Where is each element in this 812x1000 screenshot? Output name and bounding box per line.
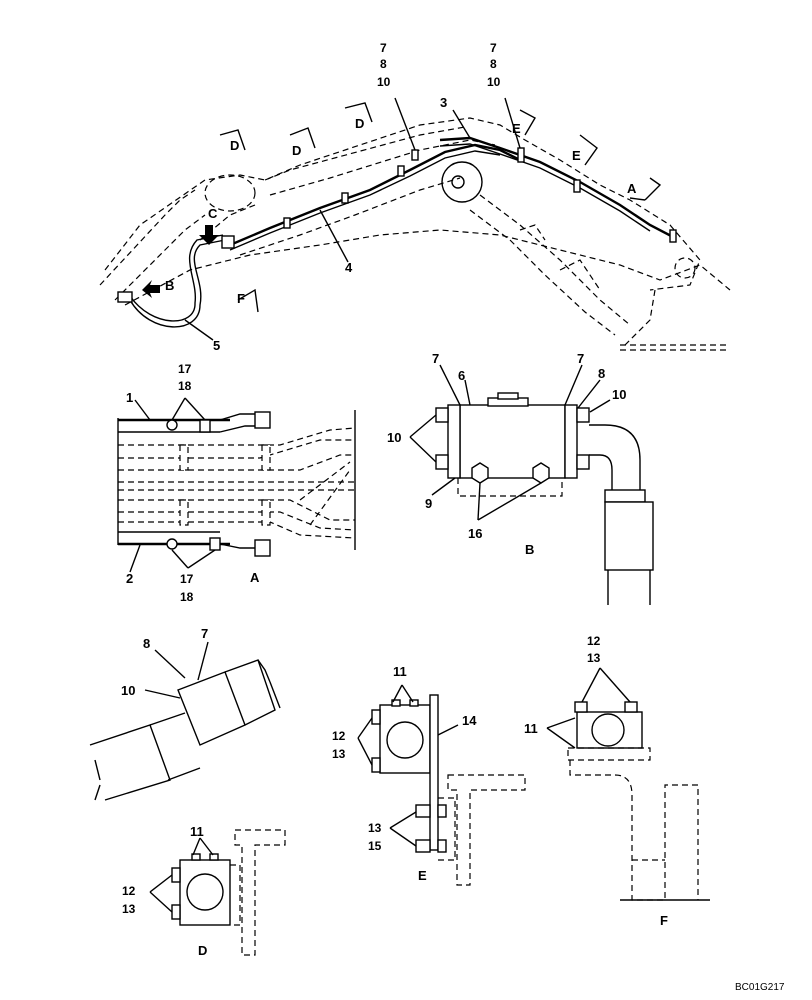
callout-left-10: 10 <box>377 75 391 89</box>
view-c-label-10: 10 <box>121 683 135 698</box>
drawing-code: BC01G217 <box>735 982 785 993</box>
view-b-label-7-right: 7 <box>577 351 584 366</box>
label-4: 4 <box>345 260 353 275</box>
view-arrow-e-lower-label: E <box>572 148 581 163</box>
view-b-label-16: 16 <box>468 526 482 541</box>
view-arrow-c-solid <box>199 225 219 245</box>
label-3: 3 <box>440 95 447 110</box>
view-arrow-e-upper: E <box>512 109 536 136</box>
view-e-label-13-bottom: 13 <box>368 821 382 835</box>
view-f-title: F <box>660 913 668 928</box>
callout-left-8: 8 <box>380 57 387 71</box>
view-b-title: B <box>525 542 534 557</box>
callout-right-8: 8 <box>490 57 497 71</box>
view-arrow-f: F <box>237 288 259 313</box>
view-e: 11 14 12 13 13 15 E <box>332 664 526 886</box>
view-a-label-2: 2 <box>126 571 133 586</box>
view-arrow-d-3: D <box>344 102 373 131</box>
view-e-label-13-top: 13 <box>332 747 346 761</box>
view-c-label-7: 7 <box>201 626 208 641</box>
view-a-label-17-bottom: 17 <box>180 572 194 586</box>
view-d-label-11: 11 <box>190 824 204 839</box>
view-arrow-f-label: F <box>237 291 245 306</box>
view-arrow-c-label: C <box>208 206 218 221</box>
view-a-label-17-top: 17 <box>178 362 192 376</box>
view-a-label-18-bottom: 18 <box>180 590 194 604</box>
view-arrow-b-solid <box>142 280 160 298</box>
view-d-label-12: 12 <box>122 884 136 898</box>
view-arrow-e-lower: E <box>572 134 598 166</box>
view-a-label-18-top: 18 <box>178 379 192 393</box>
view-d: 11 12 13 D <box>122 824 286 958</box>
view-e-title: E <box>418 868 427 883</box>
view-b-label-8: 8 <box>598 366 605 381</box>
view-arrow-d-2-label: D <box>292 143 301 158</box>
callout-left-7: 7 <box>380 41 387 55</box>
view-f-label-13: 13 <box>587 651 601 665</box>
view-f: 12 13 11 F <box>524 634 710 928</box>
callout-right-10: 10 <box>487 75 501 89</box>
view-e-label-14: 14 <box>462 713 477 728</box>
view-b-label-9: 9 <box>425 496 432 511</box>
view-a: 1 17 18 2 17 18 A <box>117 362 356 604</box>
boom-arm-overview: A E E D D D F B C 7 8 <box>99 41 731 353</box>
view-d-label-13: 13 <box>122 902 136 916</box>
tube-clamps <box>283 147 677 243</box>
view-arrow-a: A <box>627 177 662 201</box>
view-arrow-d-2: D <box>289 127 316 158</box>
view-arrow-b-label: B <box>165 278 174 293</box>
callout-right-7: 7 <box>490 41 497 55</box>
view-a-title: A <box>250 570 260 585</box>
view-arrow-e-upper-label: E <box>512 121 521 136</box>
view-b-label-10-left: 10 <box>387 430 401 445</box>
view-a-label-1: 1 <box>126 390 133 405</box>
view-e-label-11: 11 <box>393 664 407 679</box>
view-f-label-12: 12 <box>587 634 601 648</box>
view-b-label-7-left: 7 <box>432 351 439 366</box>
view-e-label-12: 12 <box>332 729 346 743</box>
label-5: 5 <box>213 338 220 353</box>
view-b-label-6: 6 <box>458 368 465 383</box>
view-arrow-d-1-label: D <box>230 138 239 153</box>
view-c: 8 7 10 <box>89 626 281 801</box>
view-arrow-d-1: D <box>219 129 246 153</box>
view-e-label-15: 15 <box>368 839 382 853</box>
view-d-title: D <box>198 943 207 958</box>
view-arrow-d-3-label: D <box>355 116 364 131</box>
view-arrow-a-label: A <box>627 181 637 196</box>
view-b: 7 6 7 8 10 10 9 16 B <box>387 351 654 605</box>
view-c-label-8: 8 <box>143 636 150 651</box>
view-f-label-11: 11 <box>524 721 538 736</box>
view-b-label-10-right: 10 <box>612 387 626 402</box>
